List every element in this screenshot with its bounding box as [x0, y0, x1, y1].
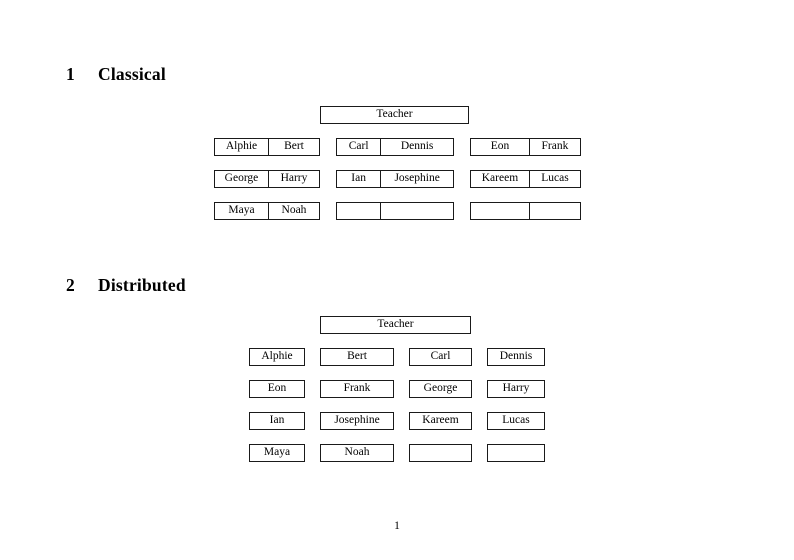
student-cell: Eon	[490, 140, 510, 153]
student-cell: Bert	[320, 348, 394, 366]
student-pair-group: Eon Frank	[470, 138, 581, 156]
student-pair-group: Carl Dennis	[336, 138, 454, 156]
student-cell: Harry	[267, 171, 319, 187]
student-cell: Dennis	[380, 139, 453, 155]
diagram-distributed: Teacher Alphie Bert Carl Dennis Eon Fran…	[0, 316, 794, 462]
student-pair-group-empty	[336, 202, 454, 220]
student-cell: Kareem	[409, 412, 472, 430]
student-pair-group: Kareem Lucas	[470, 170, 581, 188]
student-pair-group: Maya Noah	[214, 202, 320, 220]
student-cell: Noah	[320, 444, 394, 462]
student-cell: Frank	[528, 139, 580, 155]
student-row: Maya Noah	[0, 202, 794, 220]
student-row: Ian Josephine Kareem Lucas	[0, 412, 794, 430]
student-cell: Noah	[267, 203, 319, 219]
diagram-classical: Teacher Alphie Bert Carl Dennis Eon Fran…	[0, 106, 794, 220]
student-cell-empty	[380, 203, 453, 219]
student-cell-empty	[471, 203, 529, 219]
student-cell: Ian	[249, 412, 305, 430]
section-title: Distributed	[98, 275, 186, 295]
student-cell: Dennis	[487, 348, 545, 366]
section-heading-distributed: 2 Distributed	[66, 275, 186, 296]
student-cell-empty	[487, 444, 545, 462]
student-cell: Bert	[267, 139, 319, 155]
student-cell-empty	[409, 444, 472, 462]
student-cell: Alphie	[249, 348, 305, 366]
student-pair-group: George Harry	[214, 170, 320, 188]
teacher-row-distributed: Teacher	[0, 316, 794, 334]
student-pair-group-empty	[470, 202, 581, 220]
student-cell: Lucas	[487, 412, 545, 430]
student-row: Alphie Bert Carl Dennis	[0, 348, 794, 366]
student-row: Alphie Bert Carl Dennis Eon Frank	[0, 138, 794, 156]
section-number: 2	[66, 275, 75, 295]
student-cell: Harry	[487, 380, 545, 398]
section-title: Classical	[98, 64, 166, 84]
student-cell: Maya	[228, 204, 255, 217]
student-cell: Kareem	[481, 172, 519, 185]
section-heading-classical: 1 Classical	[66, 64, 166, 85]
student-cell: Josephine	[380, 171, 453, 187]
student-cell-empty	[337, 203, 380, 219]
page-number: 1	[394, 520, 400, 532]
student-pair-group: Ian Josephine	[336, 170, 454, 188]
student-cell: Lucas	[528, 171, 580, 187]
teacher-box: Teacher	[320, 106, 469, 124]
student-cell: Frank	[320, 380, 394, 398]
student-cell: Josephine	[320, 412, 394, 430]
student-cell: George	[409, 380, 472, 398]
student-pair-group: Alphie Bert	[214, 138, 320, 156]
student-cell: Carl	[348, 140, 369, 153]
teacher-row-classical: Teacher	[0, 106, 794, 124]
student-row: Maya Noah	[0, 444, 794, 462]
student-row: George Harry Ian Josephine Kareem Lucas	[0, 170, 794, 188]
student-cell: Alphie	[225, 140, 258, 153]
teacher-box: Teacher	[320, 316, 471, 334]
student-cell: Ian	[351, 172, 366, 185]
student-cell: Maya	[249, 444, 305, 462]
student-cell: Eon	[249, 380, 305, 398]
student-cell: George	[224, 172, 259, 185]
section-number: 1	[66, 64, 75, 84]
student-row: Eon Frank George Harry	[0, 380, 794, 398]
student-cell-empty	[528, 203, 580, 219]
student-cell: Carl	[409, 348, 472, 366]
